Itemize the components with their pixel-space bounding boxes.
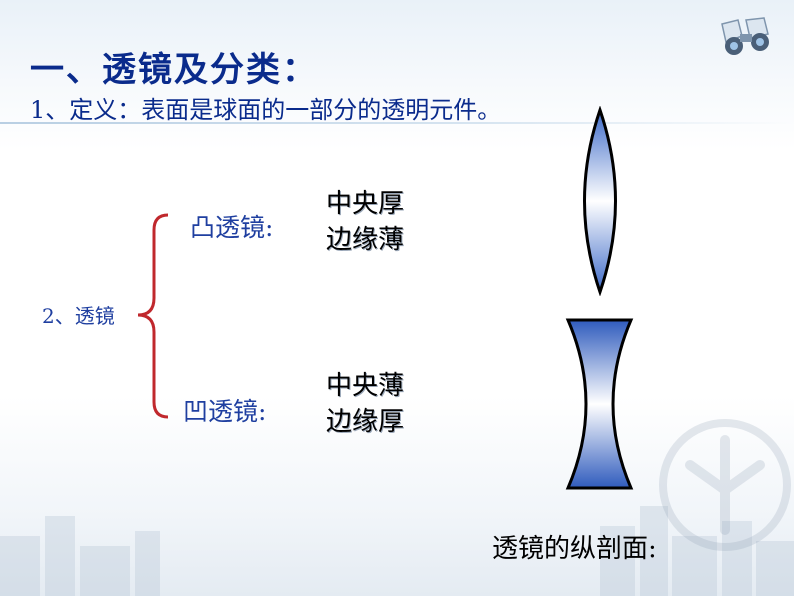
lens-definition: 1、定义：表面是球面的一部分的透明元件。	[30, 96, 502, 124]
header-divider	[0, 122, 794, 124]
binoculars-icon	[721, 17, 769, 55]
concave-lens-cross-section	[565, 318, 634, 490]
concave-property-center: 中央薄	[326, 371, 405, 401]
concave-properties: 中央薄 边缘厚	[326, 368, 404, 440]
convex-lens-label: 凸透镜:	[190, 213, 274, 242]
concave-lens-label: 凹透镜:	[183, 397, 267, 426]
convex-property-center: 中央厚	[326, 189, 405, 219]
section-heading: 一、透镜及分类：	[30, 50, 318, 90]
background-bottom	[0, 396, 794, 596]
cross-section-caption: 透镜的纵剖面:	[492, 534, 657, 564]
convex-property-edge: 边缘薄	[326, 225, 405, 255]
classification-brace	[137, 213, 169, 419]
watermark-logo-icon	[659, 419, 791, 551]
convex-properties: 中央厚 边缘薄	[326, 186, 404, 258]
city-skyline-decoration	[0, 506, 794, 596]
lens-category-label: 2、透镜	[42, 304, 115, 328]
background-top	[0, 0, 794, 150]
convex-lens-cross-section	[583, 106, 617, 296]
concave-property-edge: 边缘厚	[326, 407, 405, 437]
